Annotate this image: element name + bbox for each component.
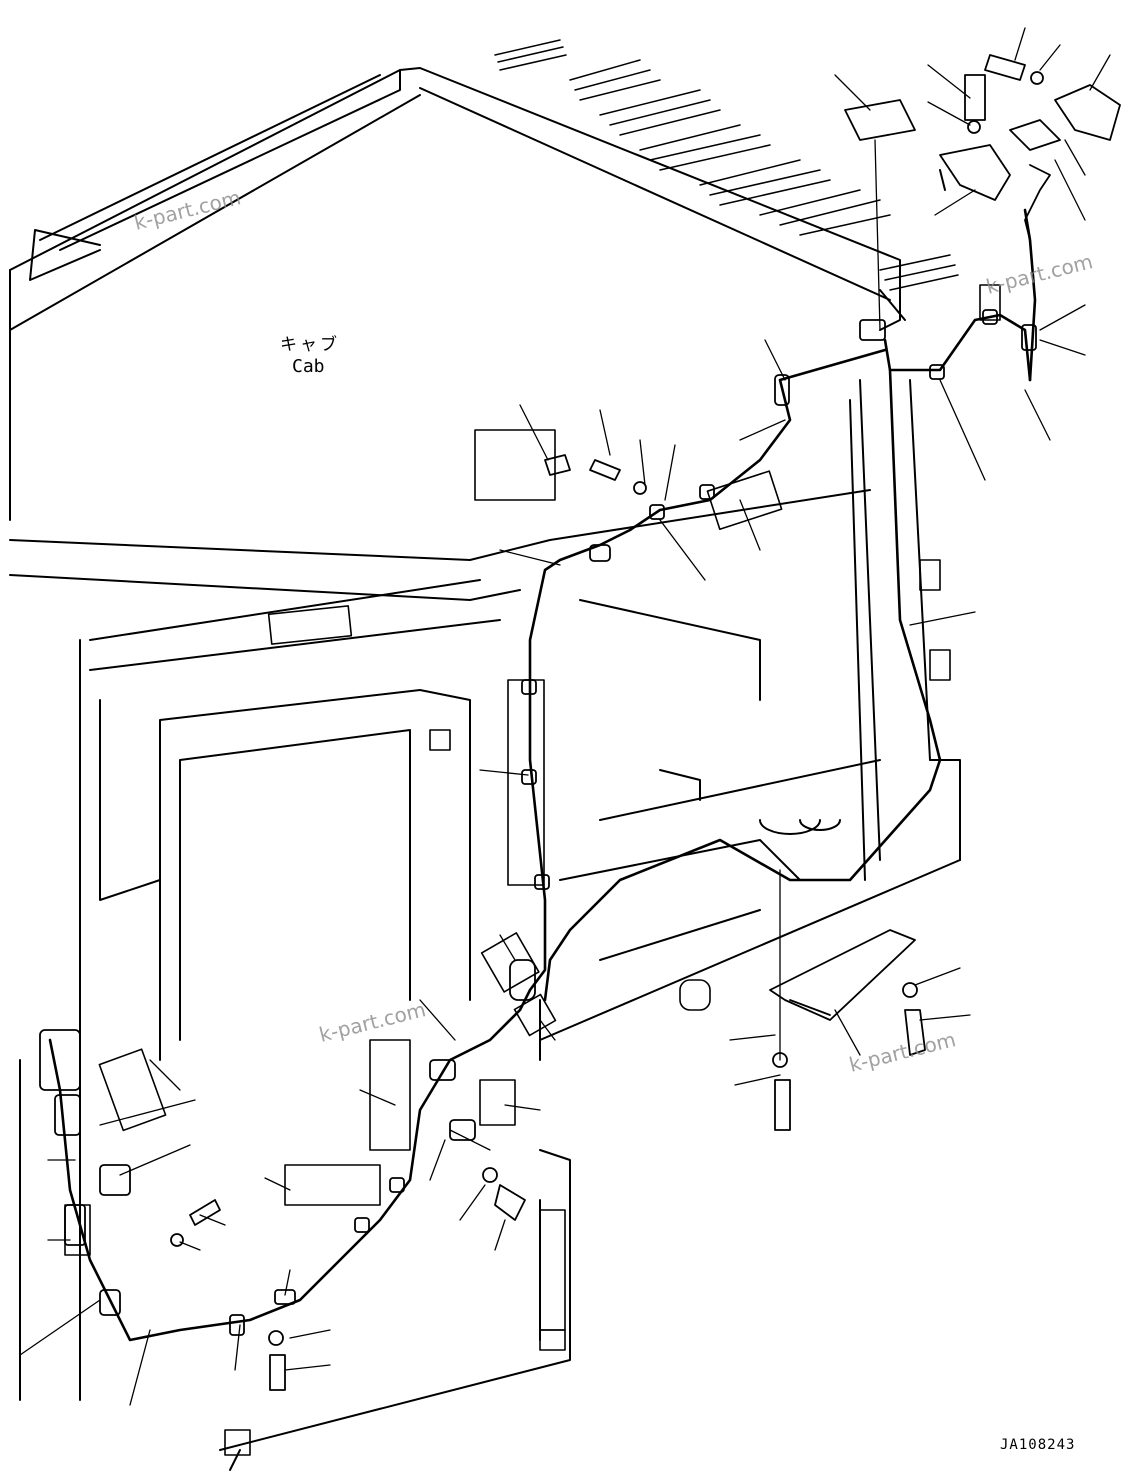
cab-frame xyxy=(9,379,961,1471)
mount-bracket xyxy=(769,929,926,1131)
frame-panels xyxy=(224,429,951,1456)
leader-lines xyxy=(19,27,1111,1406)
wiring-harness xyxy=(48,208,1037,1342)
fasteners xyxy=(170,454,647,1391)
cab-roof xyxy=(9,67,946,521)
harness-clips xyxy=(39,309,1037,1336)
harness-sleeves xyxy=(64,284,1001,1256)
roof-vents xyxy=(494,39,959,291)
drawing-code: JA108243 xyxy=(1000,1437,1076,1453)
loose-parts xyxy=(844,54,1121,241)
cab-label-english: Cab xyxy=(292,356,325,377)
cab-label-japanese: キャブ xyxy=(280,335,340,355)
